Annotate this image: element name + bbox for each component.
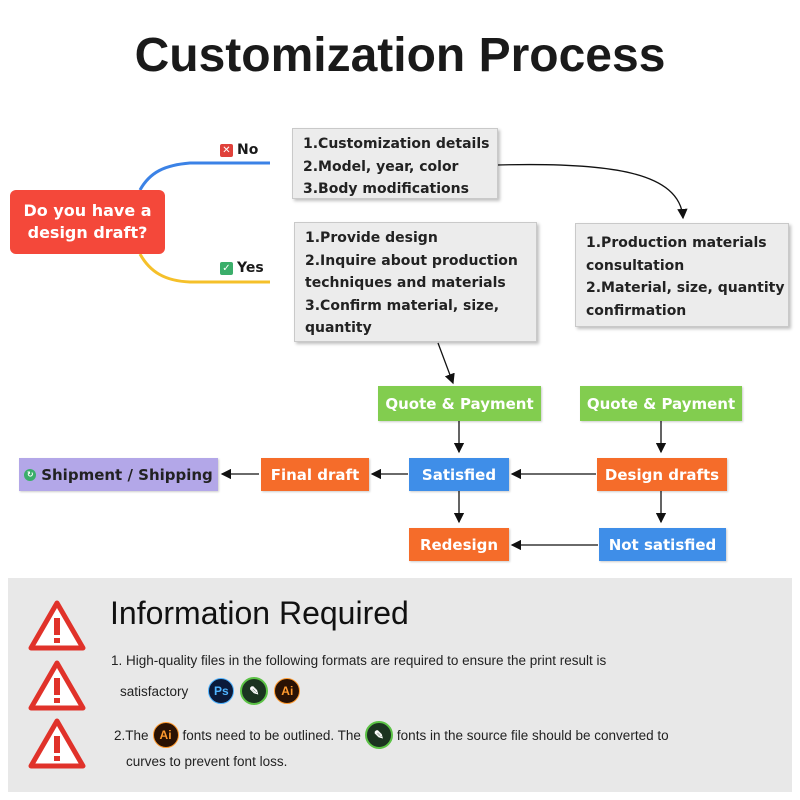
yes-branch-label: ✓ Yes <box>220 260 264 276</box>
yes-details-line: quantity <box>305 320 372 336</box>
shipment-step: ↻ Shipment / Shipping <box>19 458 218 491</box>
info-title: Information Required <box>110 595 409 631</box>
arrow-yes-to-quote <box>437 342 455 385</box>
consultation-line: 1.Production materials <box>586 235 767 251</box>
globe-icon: ↻ <box>24 468 37 481</box>
consultation-box: 1.Production materials consultation 2.Ma… <box>575 223 789 327</box>
yes-details-box: 1.Provide design 2.Inquire about product… <box>294 222 537 342</box>
pen-tool-icon: ✎ <box>240 677 269 705</box>
warning-icons <box>28 600 86 769</box>
redesign-step: Redesign <box>409 528 509 561</box>
no-details-line: 1.Customization details <box>303 136 490 152</box>
illustrator-icon: Ai <box>274 678 301 704</box>
warning-icon <box>28 718 86 769</box>
consultation-line: 2.Material, size, quantity <box>586 280 785 296</box>
info-line-2b: fonts need to be outlined. The <box>182 727 361 743</box>
pen-tool-icon: ✎ <box>364 721 393 749</box>
info-line-1: 1. High-quality files in the following f… <box>111 653 607 668</box>
info-panel <box>8 578 792 792</box>
consultation-line: consultation <box>586 257 685 274</box>
page-title: Customization Process <box>134 29 666 82</box>
info-line-2a: 2.The <box>114 727 149 743</box>
shipment-label: Shipment / Shipping <box>41 465 213 484</box>
info-line-2: 2.The Ai fonts need to be outlined. The … <box>114 721 669 749</box>
yes-details-line: 3.Confirm material, size, <box>305 297 500 314</box>
no-details-line: 3.Body modifications <box>303 181 469 197</box>
no-branch-curve <box>138 161 270 191</box>
yes-details-line: 1.Provide design <box>305 230 438 246</box>
info-line-1b: satisfactory Ps ✎ Ai <box>120 677 301 705</box>
x-box-icon: ✕ <box>220 143 233 157</box>
warning-icon <box>28 600 86 651</box>
info-line-2d: curves to prevent font loss. <box>126 754 288 769</box>
no-details-box: 1.Customization details 2.Model, year, c… <box>292 128 498 199</box>
no-details-line: 2.Model, year, color <box>303 158 459 175</box>
illustrator-icon: Ai <box>152 722 179 748</box>
info-line-2c: fonts in the source file should be conve… <box>396 727 669 743</box>
yes-details-line: techniques and materials <box>305 275 506 291</box>
satisfied-step: Satisfied <box>409 458 509 491</box>
consultation-line: confirmation <box>586 302 687 319</box>
yes-details-line: 2.Inquire about production <box>305 252 518 269</box>
quote-payment-left: Quote & Payment <box>378 386 541 421</box>
yes-branch-curve <box>138 253 270 284</box>
quote-payment-right: Quote & Payment <box>580 386 742 421</box>
photoshop-icon: Ps <box>208 678 235 704</box>
no-branch-label: ✕ No <box>220 142 258 158</box>
yes-label-text: Yes <box>237 260 264 276</box>
warning-icon <box>28 660 86 711</box>
final-draft-step: Final draft <box>261 458 369 491</box>
no-label-text: No <box>237 142 259 158</box>
info-line-1b-text: satisfactory <box>120 683 189 699</box>
checkmark-box-icon: ✓ <box>220 261 233 275</box>
arrow-no-to-consultation <box>496 163 688 220</box>
design-drafts-step: Design drafts <box>597 458 727 491</box>
not-satisfied-step: Not satisfied <box>599 528 726 561</box>
decision-node: Do you have a design draft? <box>10 190 165 254</box>
